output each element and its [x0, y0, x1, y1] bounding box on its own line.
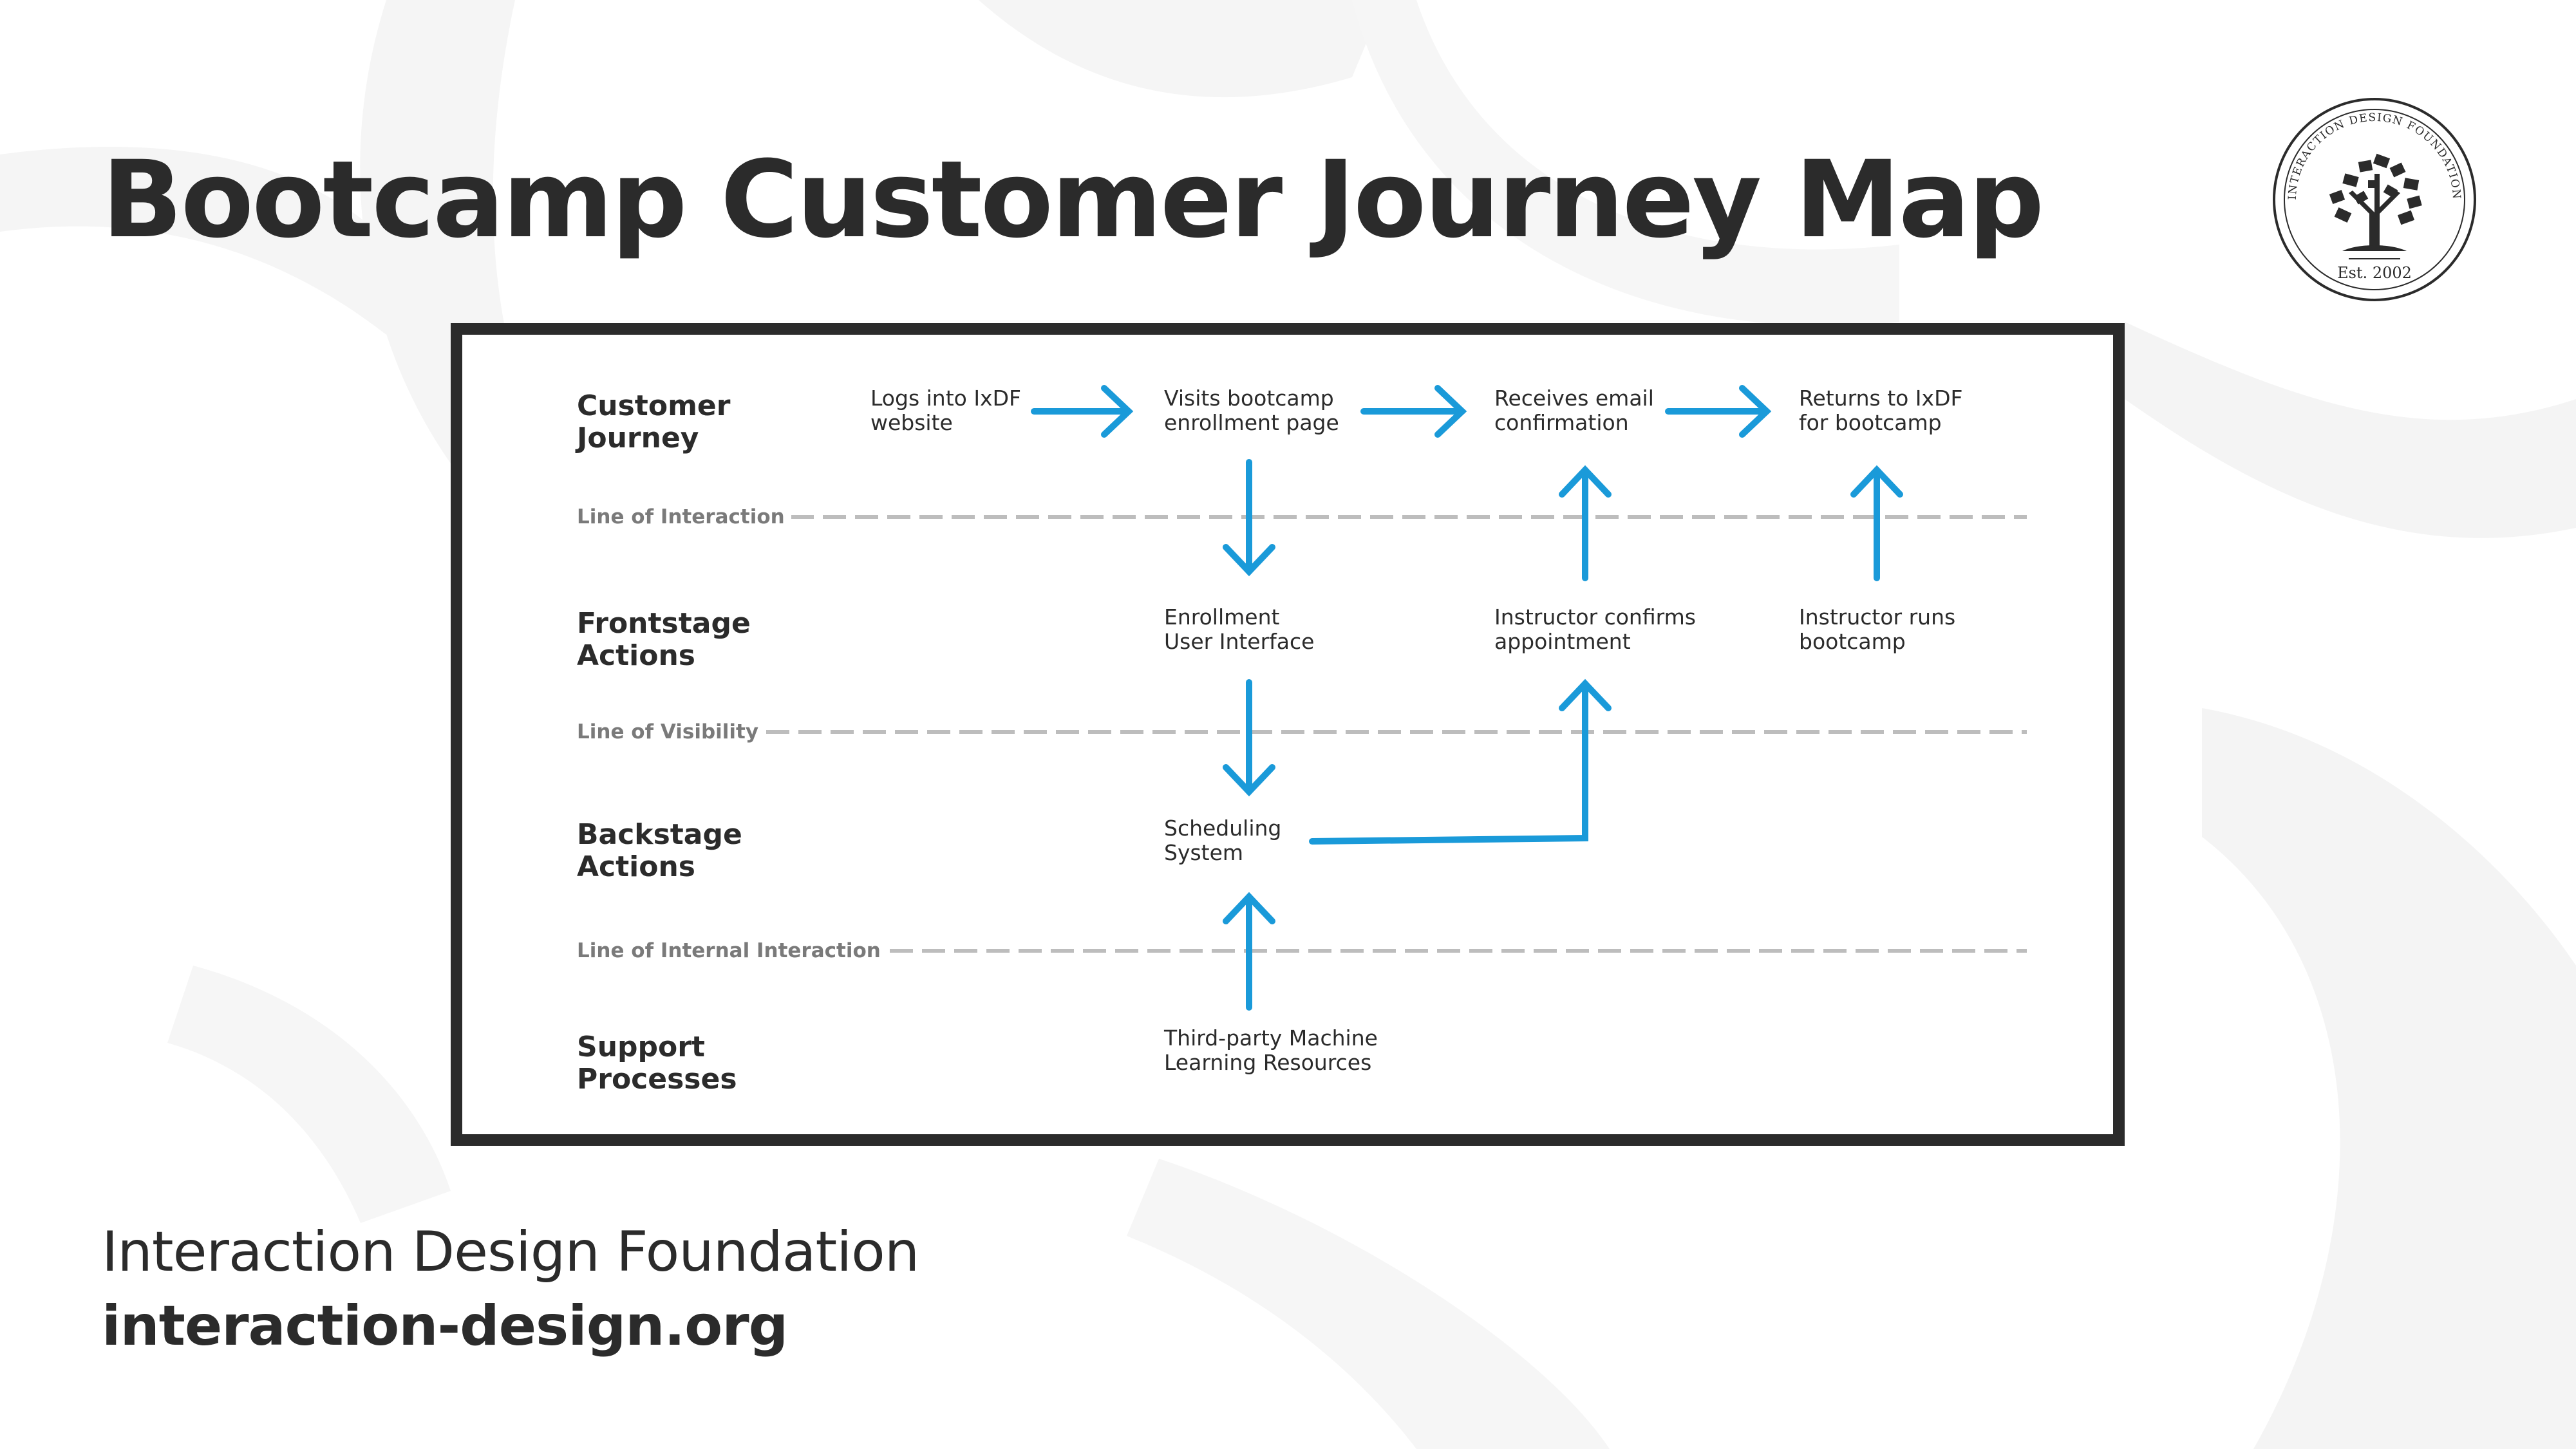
arrow-third-party-to-scheduling: [1223, 892, 1275, 1011]
arrow-receives-to-returns: [1665, 385, 1772, 438]
step-instructor-runs: Instructor runs bootcamp: [1799, 604, 1956, 654]
diagram-connectors: [766, 385, 2027, 1011]
line-label-interaction: Line of Interaction: [577, 504, 791, 530]
step-enrollment-ui: Enrollment User Interface: [1164, 604, 1315, 654]
journey-map-diagram: Customer Journey Frontstage Actions Back…: [451, 323, 2125, 1146]
tree-icon: [2329, 153, 2422, 251]
footer-url[interactable]: interaction-design.org: [102, 1294, 788, 1358]
lane-label-frontstage-actions: Frontstage Actions: [577, 607, 751, 672]
arrow-visits-to-enrollment-ui: [1223, 459, 1275, 577]
lane-label-backstage-actions: Backstage Actions: [577, 818, 742, 883]
step-third-party-resources: Third-party Machine Learning Resources: [1164, 1025, 1378, 1075]
arrow-confirms-to-receives: [1559, 465, 1612, 581]
step-returns-for-bootcamp: Returns to IxDF for bootcamp: [1799, 386, 1963, 435]
step-receives-email: Receives email confirmation: [1494, 386, 1654, 435]
logo-est: Est. 2002: [2337, 264, 2412, 282]
step-visits-enrollment-page: Visits bootcamp enrollment page: [1164, 386, 1339, 435]
page-title: Bootcamp Customer Journey Map: [102, 138, 2044, 261]
arrow-visits-to-receives: [1360, 385, 1467, 438]
lane-label-support-processes: Support Processes: [577, 1031, 737, 1096]
lane-label-customer-journey: Customer Journey: [577, 389, 731, 454]
line-label-visibility: Line of Visibility: [577, 719, 766, 745]
step-instructor-confirms: Instructor confirms appointment: [1494, 604, 1696, 654]
step-scheduling-system: Scheduling System: [1164, 816, 1282, 865]
arrow-runs-to-returns: [1850, 465, 1903, 581]
arrow-scheduling-to-confirms: [1309, 678, 1612, 845]
arrow-enrollment-ui-to-scheduling: [1223, 679, 1275, 797]
arrow-logs-to-visits: [1031, 385, 1134, 438]
step-logs-into-ixdf: Logs into IxDF website: [870, 386, 1021, 435]
footer-org-name: Interaction Design Foundation: [102, 1220, 919, 1284]
ixdf-logo: INTERACTION DESIGN FOUNDATION Est. 2002: [2273, 98, 2476, 301]
line-label-internal-interaction: Line of Internal Interaction: [577, 938, 887, 964]
